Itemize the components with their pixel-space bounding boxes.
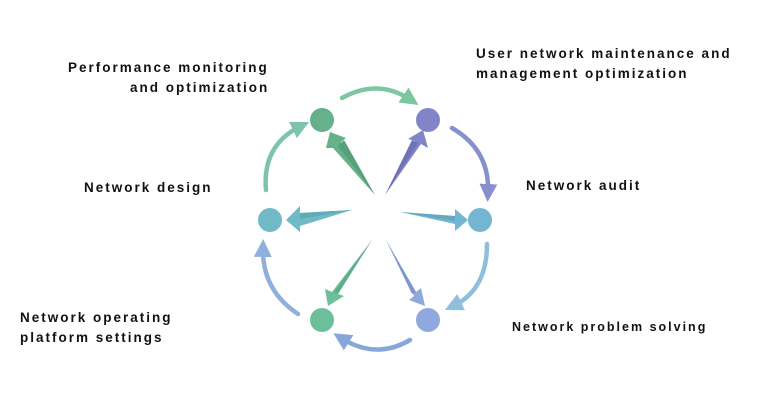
label-network-design: Network design	[84, 178, 213, 198]
label-line: Network audit	[526, 178, 642, 193]
label-line: User network maintenance and	[476, 46, 732, 61]
spoke-arrow-problem-shade	[386, 240, 416, 294]
label-line: platform settings	[20, 330, 164, 345]
node-platform	[310, 308, 334, 332]
label-line: and optimization	[130, 80, 270, 95]
spoke-arrow-audit	[400, 209, 468, 231]
spoke-arrow-platform-shade	[334, 240, 372, 294]
spoke-arrow-design	[286, 206, 352, 232]
cycle-arrow-user-to-audit	[449, 125, 498, 202]
cycle-arrow-perf-to-user	[339, 86, 419, 105]
cycle-arrow-audit-to-problem	[444, 241, 490, 311]
label-line: Performance monitoring	[68, 60, 269, 75]
cycle-arrow-platform-to-design	[253, 239, 301, 317]
label-network-audit: Network audit	[526, 176, 641, 196]
label-line: Network operating	[20, 310, 173, 325]
label-line: management optimization	[476, 66, 689, 81]
label-user-network-maintenance: User network maintenance and management …	[476, 44, 732, 84]
node-audit	[468, 208, 492, 232]
label-line: Network design	[84, 180, 213, 195]
cycle-arrow-design-to-perf	[263, 121, 310, 193]
label-performance-monitoring: Performance monitoring and optimization	[68, 58, 269, 98]
spoke-arrow-design-shade	[300, 210, 352, 219]
cycle-arrow-problem-to-platform	[333, 333, 413, 352]
node-performance	[310, 108, 334, 132]
spoke-arrow-audit-shade	[400, 212, 455, 221]
spoke-arrow-user-network-shade	[385, 140, 418, 195]
node-design	[258, 208, 282, 232]
label-network-problem-solving: Network problem solving	[512, 317, 707, 337]
spoke-arrow-performance-shade	[338, 140, 375, 195]
spoke-arrow-performance	[326, 132, 375, 195]
label-line: Network problem solving	[512, 320, 708, 334]
spoke-arrow-user-network	[385, 130, 428, 195]
node-user-network	[416, 108, 440, 132]
spoke-arrow-problem	[386, 240, 425, 306]
label-network-operating-platform: Network operating platform settings	[20, 308, 173, 348]
node-problem	[416, 308, 440, 332]
